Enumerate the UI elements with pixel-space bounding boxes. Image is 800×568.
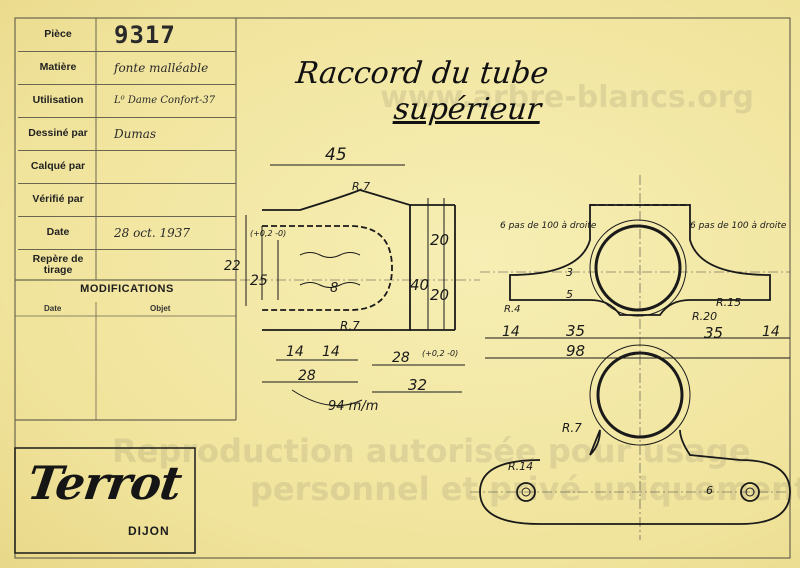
tb-label-repere: Repère de tirage	[32, 252, 84, 276]
tb-value-utilisation: L⁰ Dame Confort-37	[114, 95, 216, 106]
right-hole	[740, 482, 760, 502]
dim-28-tolerance: (+0,2 -0)	[422, 349, 458, 358]
dim-3: 3	[566, 266, 573, 279]
dim-14d: 14	[762, 324, 780, 340]
dim-thread-left: 6 pas de 100 à droite	[500, 221, 597, 231]
dim-20a: 20	[430, 231, 449, 249]
dim-98: 98	[566, 342, 585, 360]
dim-r4: R.4	[504, 304, 521, 315]
tb-label-date: Date	[46, 226, 70, 238]
dimension-lines	[245, 164, 790, 407]
tb-value-date: 28 oct. 1937	[114, 225, 191, 240]
tb-label-calque: Calqué par	[30, 160, 86, 172]
dim-20b: 20	[430, 286, 449, 304]
left-hole	[516, 482, 536, 502]
tb-label-piece: Pièce	[44, 28, 72, 40]
tb-row-repere: Repère de tirage	[18, 249, 236, 280]
tube-bore-bottom	[596, 351, 684, 439]
dim-6: 6	[706, 484, 713, 497]
brand-logo: Terrot	[24, 456, 185, 510]
sheet-border	[14, 17, 791, 559]
tb-label-verifie: Vérifié par	[32, 193, 84, 205]
right-top-view	[509, 204, 771, 317]
tb-label-matiere: Matière	[39, 61, 77, 73]
dim-25-tolerance: (+0,2 -0)	[250, 229, 286, 238]
dim-25: 25	[250, 273, 268, 289]
tb-row-matiere: Matière fonte malléable	[18, 51, 236, 85]
dim-94: 94 m/m	[328, 399, 378, 414]
tb-row-piece: Pièce 9317	[18, 18, 236, 52]
logo-box	[14, 447, 196, 554]
dim-r14: R.14	[508, 460, 533, 473]
watermark-url: www.arbre-blancs.org	[380, 80, 755, 115]
modifications-title: MODIFICATIONS	[80, 283, 174, 295]
tb-label-utilisation: Utilisation	[32, 94, 84, 106]
dim-r20: R.20	[692, 310, 717, 323]
dim-r15: R.15	[716, 296, 741, 309]
tb-row-utilisation: Utilisation L⁰ Dame Confort-37	[18, 84, 236, 118]
dim-thread-right: 6 pas de 100 à droite	[690, 221, 787, 231]
dim-14a: 14	[286, 344, 304, 360]
right-bottom-view	[479, 344, 791, 525]
dim-22: 22	[224, 259, 241, 274]
dim-r7b: R.7	[340, 319, 360, 333]
tb-value-piece: 9317	[114, 20, 176, 49]
dim-35a: 35	[566, 322, 585, 340]
tb-row-dessine: Dessiné par Dumas	[18, 117, 236, 151]
tb-value-calque	[106, 150, 244, 183]
modifications-objet-col: Objet	[150, 304, 171, 313]
tb-value-matiere: fonte malléable	[114, 60, 209, 75]
dim-35b: 35	[704, 324, 723, 342]
watermark-line1: Reproduction autorisée pour usage	[112, 432, 751, 470]
dim-45: 45	[325, 145, 347, 165]
dim-28a: 28	[298, 368, 316, 384]
tb-row-date: Date 28 oct. 1937	[18, 216, 236, 250]
dim-8: 8	[330, 281, 338, 296]
dim-14c: 14	[502, 324, 520, 340]
modifications-date-col: Date	[44, 304, 62, 313]
tb-row-calque: Calqué par	[18, 150, 236, 184]
tube-bore-top	[594, 224, 682, 312]
dim-5: 5	[566, 288, 573, 301]
dim-28b: 28	[392, 350, 410, 366]
drawing-title-line1: Raccord du tube	[294, 56, 551, 91]
tb-value-verifie	[106, 183, 244, 216]
tb-value-repere	[106, 249, 244, 280]
tb-row-verifie: Vérifié par	[18, 183, 236, 217]
brand-city: DIJON	[128, 524, 170, 538]
dim-r7c: R.7	[562, 421, 582, 435]
tb-value-dessine: Dumas	[114, 126, 157, 141]
dim-32: 32	[408, 376, 427, 394]
dim-40: 40	[410, 276, 429, 294]
drawing-title-line2: supérieur	[392, 92, 543, 127]
left-view	[262, 189, 456, 331]
dim-r7: R.7	[352, 180, 370, 193]
dim-14b: 14	[322, 344, 340, 360]
tb-label-dessine: Dessiné par	[28, 127, 88, 139]
